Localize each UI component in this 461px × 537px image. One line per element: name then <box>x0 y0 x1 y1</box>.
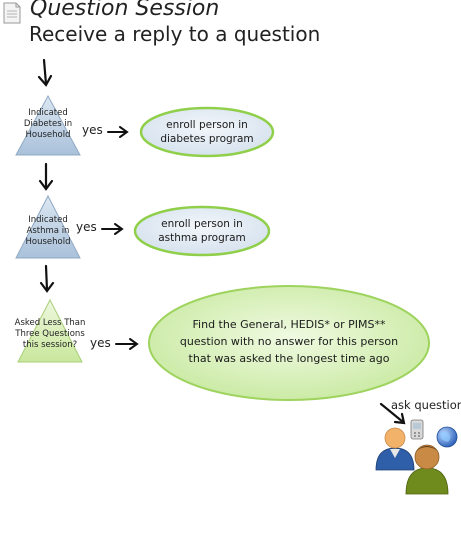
arrow-right-2 <box>101 223 124 235</box>
condition-line: Asthma in <box>26 226 70 236</box>
action-text-find-question: Find the General, HEDIS* or PIMS** quest… <box>164 316 414 367</box>
action-line: question with no answer for this person <box>179 335 399 348</box>
branch-label-yes: yes <box>90 336 111 350</box>
decision-label-questions: Asked Less Than Three Questions this ses… <box>8 318 92 351</box>
condition-line: this session? <box>22 340 78 350</box>
action-oval-diabetes <box>139 106 275 158</box>
arrow-down-3 <box>39 264 55 293</box>
action-oval-asthma <box>133 205 271 257</box>
decision-triangle-diabetes <box>15 94 81 156</box>
action-line: asthma program <box>158 232 246 244</box>
action-line: Find the General, HEDIS* or PIMS** <box>192 318 386 331</box>
condition-line: Diabetes in <box>23 119 73 129</box>
decision-label-asthma: Indicated Asthma in Household <box>14 215 82 248</box>
page-title: Question Session <box>30 0 220 21</box>
users-icon <box>375 427 449 495</box>
action-line: diabetes program <box>160 133 254 145</box>
branch-label-yes: yes <box>82 123 103 137</box>
action-text-diabetes: enroll person in diabetes program <box>147 118 267 146</box>
action-line: enroll person in <box>166 119 248 131</box>
arrow-right-3 <box>115 338 139 350</box>
condition-line: Household <box>25 130 71 140</box>
condition-line: Indicated <box>28 215 68 225</box>
phone-icon <box>410 419 424 440</box>
action-line: that was asked the longest time ago <box>188 352 390 365</box>
arrow-down-2 <box>38 162 54 191</box>
branch-label-yes: yes <box>76 220 97 234</box>
page-subtitle: Receive a reply to a question <box>29 22 321 46</box>
action-text-asthma: enroll person in asthma program <box>141 217 263 245</box>
ask-question-arrow <box>379 402 406 425</box>
arrow-down-1 <box>37 58 53 87</box>
decision-triangle-questions <box>17 298 83 363</box>
condition-line: Indicated <box>28 108 68 118</box>
ask-question-label: ask question <box>391 398 461 412</box>
action-line: enroll person in <box>161 218 243 230</box>
globe-icon <box>436 426 458 448</box>
decision-label-diabetes: Indicated Diabetes in Household <box>14 108 82 141</box>
condition-line: Asked Less Than <box>14 318 86 328</box>
decision-triangle-asthma <box>15 194 81 259</box>
document-icon <box>3 2 21 24</box>
condition-line: Three Questions <box>15 329 85 339</box>
condition-line: Household <box>25 237 71 247</box>
action-oval-find-question <box>148 285 430 401</box>
arrow-right-1 <box>107 126 129 138</box>
